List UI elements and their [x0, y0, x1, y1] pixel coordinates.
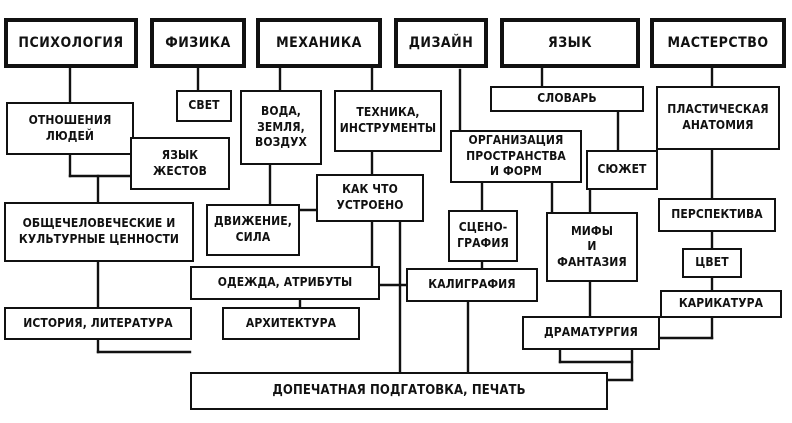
node-scenography: СЦЕНО- ГРАФИЯ	[448, 210, 518, 262]
node-myths: МИФЫ И ФАНТАЗИЯ	[546, 212, 638, 282]
header-language: ЯЗЫК	[500, 18, 640, 68]
node-gestures: ЯЗЫК ЖЕСТОВ	[130, 137, 230, 190]
node-history: ИСТОРИЯ, ЛИТЕРАТУРА	[4, 307, 192, 340]
header-mastery: МАСТЕРСТВО	[650, 18, 786, 68]
node-elements: ВОДА, ЗЕМЛЯ, ВОЗДУХ	[240, 90, 322, 165]
node-prepress: ДОПЕЧАТНАЯ ПОДГАТОВКА, ПЕЧАТЬ	[190, 372, 608, 410]
node-movement: ДВИЖЕНИЕ, СИЛА	[206, 204, 300, 256]
node-color: ЦВЕТ	[682, 248, 742, 278]
node-technique: ТЕХНИКА, ИНСТРУМЕНТЫ	[334, 90, 442, 152]
node-anatomy: ПЛАСТИЧЕСКАЯ АНАТОМИЯ	[656, 86, 780, 150]
header-design: ДИЗАЙН	[394, 18, 488, 68]
node-light: СВЕТ	[176, 90, 232, 122]
node-relations: ОТНОШЕНИЯ ЛЮДЕЙ	[6, 102, 134, 155]
node-organization: ОРГАНИЗАЦИЯ ПРОСТРАНСТВА И ФОРМ	[450, 130, 582, 183]
node-vocabulary: СЛОВАРЬ	[490, 86, 644, 112]
header-physics: ФИЗИКА	[150, 18, 246, 68]
node-perspective: ПЕРСПЕКТИВА	[658, 198, 776, 232]
node-dramaturgy: ДРАМАТУРГИЯ	[522, 316, 660, 350]
header-mechanics: МЕХАНИКА	[256, 18, 382, 68]
node-how-built: КАК ЧТО УСТРОЕНО	[316, 174, 424, 222]
node-values: ОБЩЕЧЕЛОВЕЧЕСКИЕ И КУЛЬТУРНЫЕ ЦЕННОСТИ	[4, 202, 194, 262]
node-calligraphy: КАЛИГРАФИЯ	[406, 268, 538, 302]
node-clothing: ОДЕЖДА, АТРИБУТЫ	[190, 266, 380, 300]
header-psychology: ПСИХОЛОГИЯ	[4, 18, 138, 68]
node-architecture: АРХИТЕКТУРА	[222, 307, 360, 340]
node-caricature: КАРИКАТУРА	[660, 290, 782, 318]
node-plot: СЮЖЕТ	[586, 150, 658, 190]
